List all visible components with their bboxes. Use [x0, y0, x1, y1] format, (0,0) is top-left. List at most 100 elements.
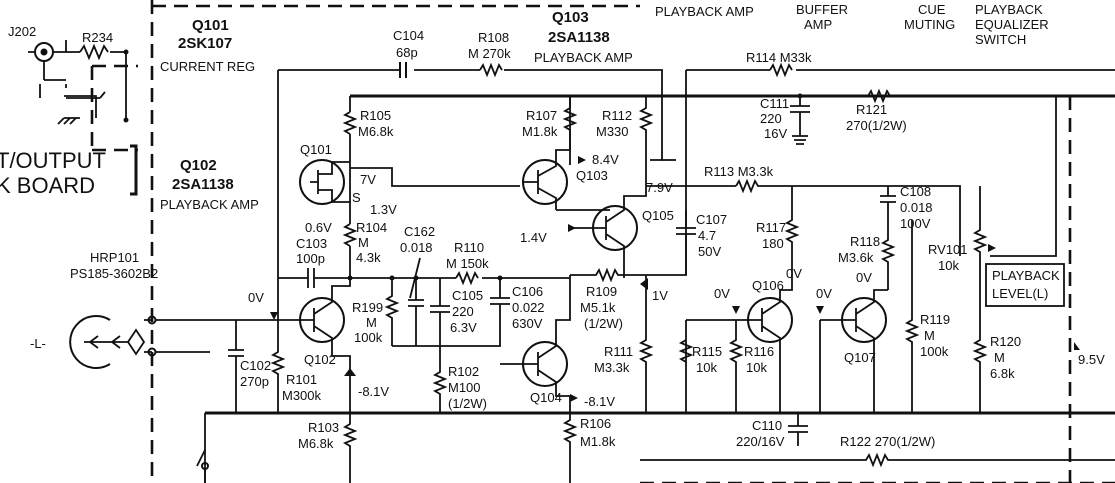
hrp101-part: PS185-3602B2 — [70, 266, 158, 281]
r118-name: R118 — [850, 234, 880, 249]
c106-volt: 630V — [512, 316, 543, 331]
c106-name: C106 — [512, 284, 543, 299]
q103-part: 2SA1138 — [548, 29, 610, 46]
rv101-name: RV101 — [928, 242, 968, 257]
playback-level-line1: PLAYBACK — [992, 268, 1060, 283]
q101-part: 2SK107 — [178, 35, 232, 52]
r112-name: R112 — [602, 108, 632, 123]
c162-leader — [409, 257, 421, 299]
q106-label: Q106 — [752, 278, 784, 293]
q101-title: Q101 — [192, 17, 229, 34]
q103-label: Q103 — [576, 168, 608, 183]
r105-name: R105 — [360, 108, 391, 123]
c102-value: 270p — [240, 374, 269, 389]
v-0-left: 0V — [248, 290, 264, 305]
header-switch: SWITCH — [975, 32, 1026, 47]
r121-symbol — [867, 88, 891, 104]
c107-symbol — [624, 210, 696, 276]
v-7-9: 7.9V — [646, 180, 673, 195]
q102-leads — [278, 278, 351, 413]
r122-label: R122 270(1/2W) — [840, 434, 935, 449]
r116-symbol — [728, 320, 744, 413]
jack-dashed-box — [90, 64, 138, 152]
r104-value: 4.3k — [356, 250, 381, 265]
r234-label: R234 — [82, 30, 113, 45]
r107-symbol — [562, 96, 578, 165]
r106-symbol — [562, 413, 578, 483]
r115-value: 10k — [696, 360, 717, 375]
r108-value: M 270k — [468, 46, 511, 61]
q101-role: CURRENT REG — [160, 59, 255, 74]
r116-value: 10k — [746, 360, 767, 375]
r111-symbol — [638, 275, 654, 413]
header-playback-amp: PLAYBACK AMP — [655, 4, 754, 19]
r109-watt: (1/2W) — [584, 316, 623, 331]
r109-value: M5.1k — [580, 300, 616, 315]
c104-symbol — [399, 62, 407, 78]
r102-value: M100 — [448, 380, 481, 395]
board-title-line2: K BOARD — [0, 173, 95, 198]
q102-part: 2SA1138 — [172, 176, 234, 193]
v-0-q107b: 0V — [816, 286, 832, 301]
c107-name: C107 — [696, 212, 727, 227]
r112-symbol — [638, 96, 654, 160]
header-amp: AMP — [804, 17, 832, 32]
playback-level-box — [985, 263, 1065, 307]
v-s: S — [352, 190, 361, 205]
q103-title: Q103 — [552, 9, 589, 26]
node-c106 — [497, 275, 503, 281]
v-1-4: 1.4V — [520, 230, 547, 245]
r104-m: M — [358, 235, 369, 250]
c102-symbol — [228, 320, 244, 413]
r199-name: R199 — [352, 300, 383, 315]
r109-symbol — [570, 267, 624, 283]
r199-m: M — [366, 315, 377, 330]
r103-name: R103 — [308, 420, 339, 435]
c111-symbol — [790, 96, 810, 145]
q102-title: Q102 — [180, 157, 217, 174]
r199-symbol — [384, 278, 400, 346]
r120-name: R120 — [990, 334, 1021, 349]
r117-symbol — [784, 186, 800, 270]
v-m8-1-b: -8.1V — [584, 394, 615, 409]
r104-symbol — [342, 223, 358, 278]
r104-name: R104 — [356, 220, 387, 235]
r119-symbol — [904, 220, 920, 413]
c111-volt: 16V — [764, 126, 787, 141]
r120-m: M — [994, 350, 1005, 365]
r122-symbol — [640, 452, 1115, 468]
q101-to-q103 — [350, 167, 520, 187]
v-1-3: 1.3V — [370, 202, 397, 217]
r102-name: R102 — [448, 364, 479, 379]
r105-symbol — [342, 96, 358, 165]
r103-symbol — [342, 413, 358, 483]
header-buffer: BUFFER — [796, 2, 848, 17]
q101-symbol — [299, 159, 345, 205]
c108-r118-symbol — [880, 186, 896, 290]
q107-leads — [819, 289, 888, 413]
c108-value: 0.018 — [900, 200, 933, 215]
r103-value: M6.8k — [298, 436, 334, 451]
r117-name: R117 — [756, 220, 786, 235]
j202-label: J202 — [8, 24, 36, 39]
c105-symbol — [392, 278, 450, 347]
q102-role: PLAYBACK AMP — [160, 197, 259, 212]
c110-name: C110 — [752, 418, 782, 433]
v-0-q107: 0V — [856, 270, 872, 285]
rv101-r120-symbol — [972, 186, 988, 413]
r199-value: 100k — [354, 330, 383, 345]
v-0-6: 0.6V — [305, 220, 332, 235]
c110-value: 220/16V — [736, 434, 785, 449]
hrp101-name: HRP101 — [90, 250, 139, 265]
r102-symbol — [432, 346, 448, 413]
r114-symbol — [769, 62, 793, 78]
r108-symbol — [479, 62, 503, 78]
c111-name: C111 — [760, 96, 789, 111]
r115-name: R115 — [692, 344, 722, 359]
r121-name: R121 — [856, 102, 887, 117]
v-8-4: 8.4V — [592, 152, 619, 167]
r117-value: 180 — [762, 236, 784, 251]
v-0-q106b: 0V — [714, 286, 730, 301]
r114-label: R114 M33k — [746, 50, 812, 65]
q106-leads — [736, 270, 793, 413]
